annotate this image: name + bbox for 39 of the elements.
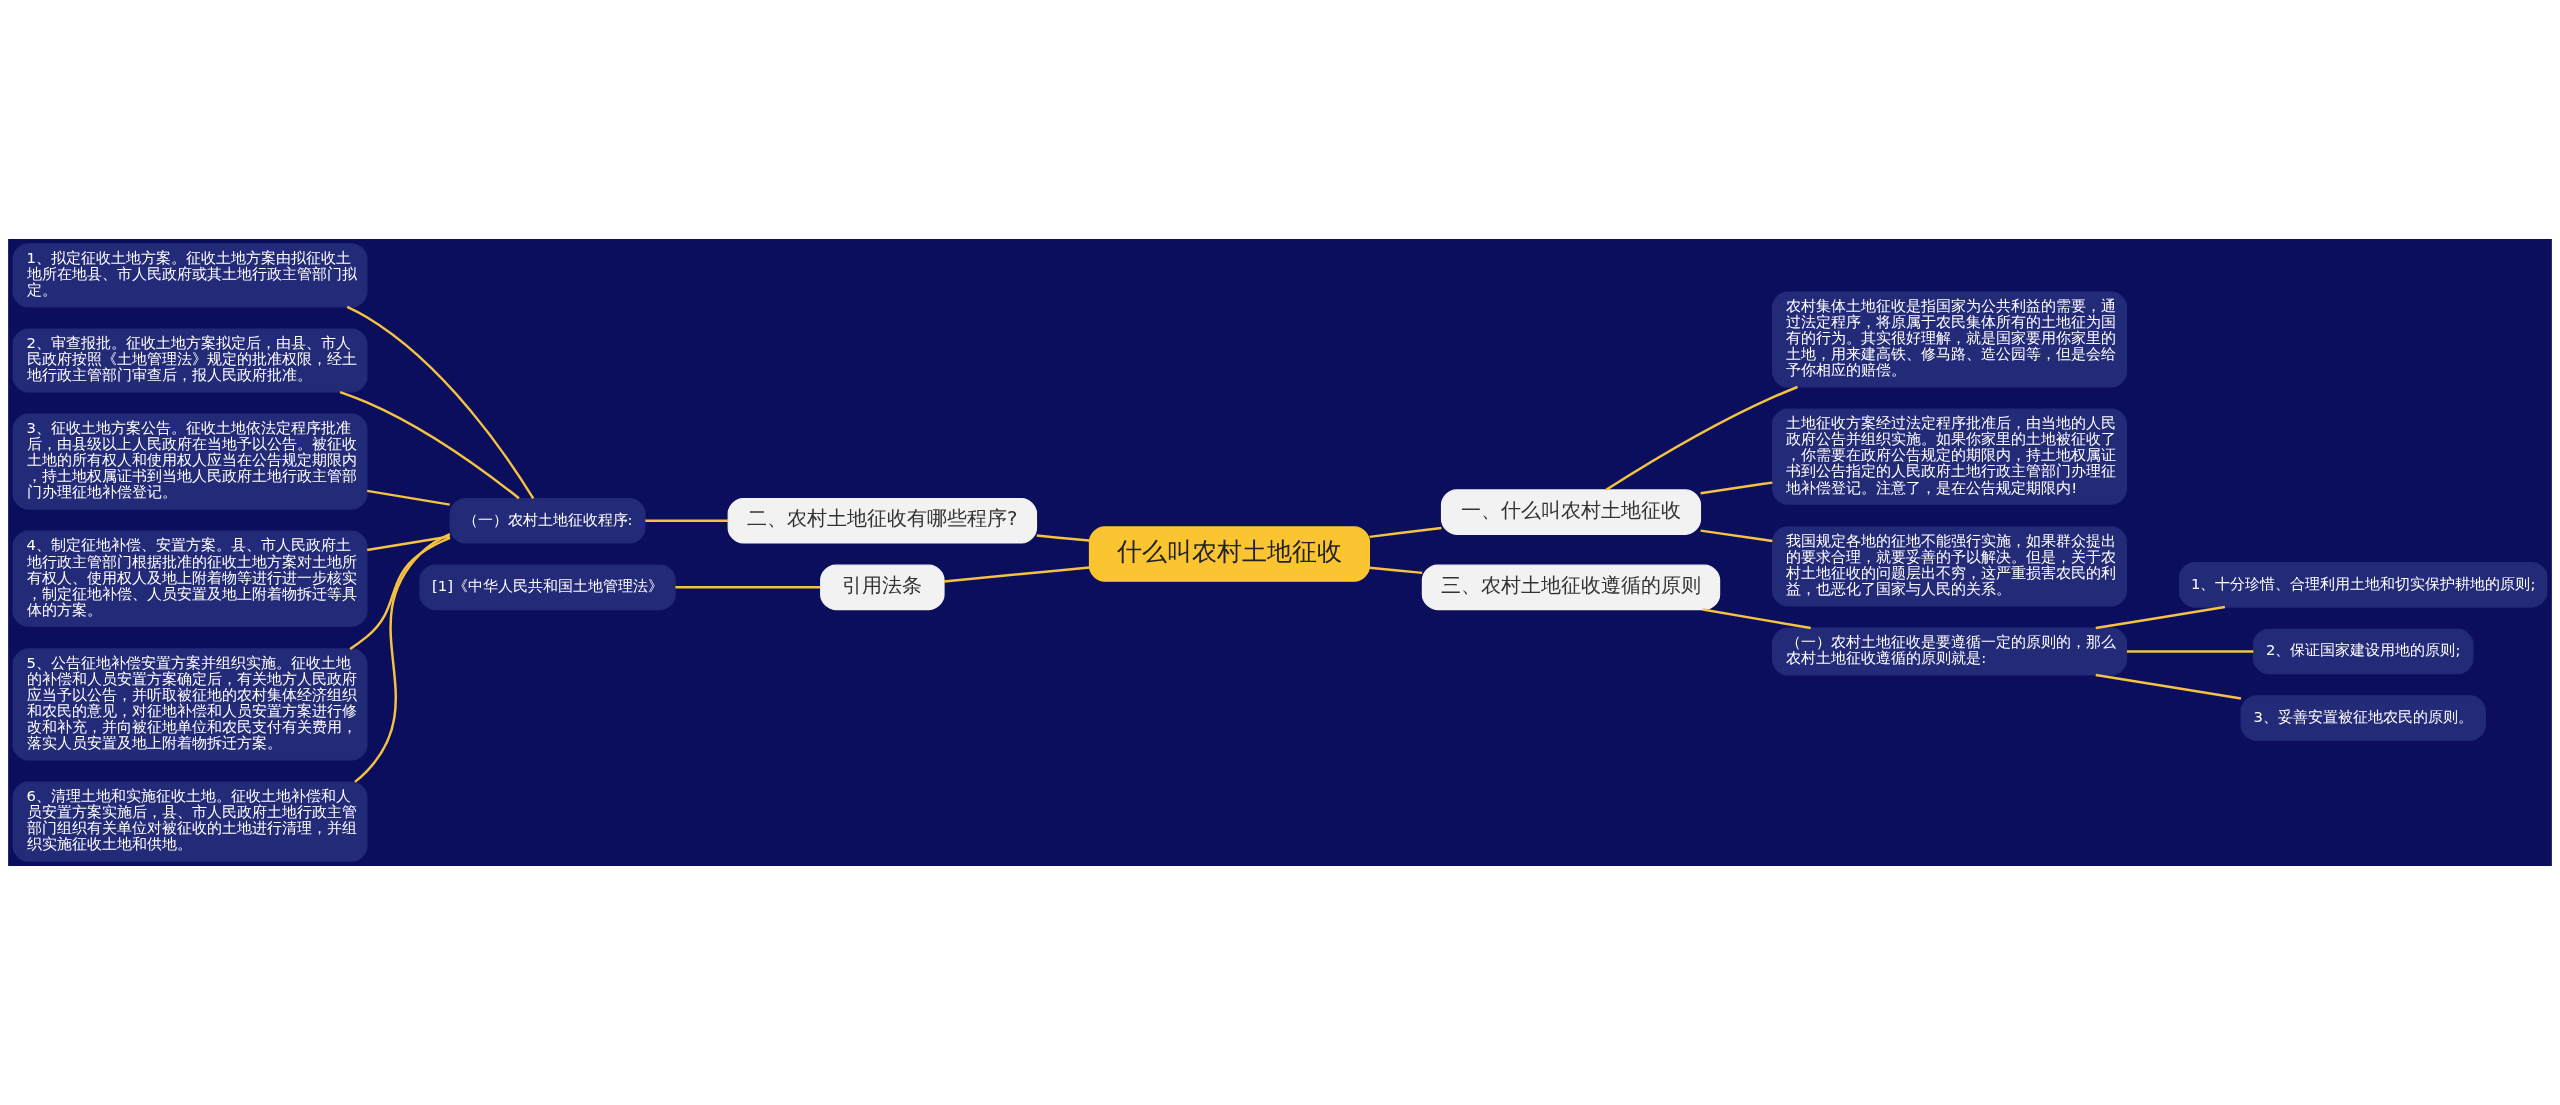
connector <box>675 586 821 589</box>
node-box: 6、清理土地和实施征收土地。征收土地补偿和人员安置方案实施后，县、市人民政府土地行政主管部门组织有关单位对被征收的土地进行清理，并组织实施征收土地和供地。 <box>12 781 368 862</box>
node-box: 引用法条 <box>820 564 945 611</box>
node-box: 三、农村土地征收遵循的原则 <box>1421 564 1721 611</box>
connector <box>645 519 728 522</box>
node-box: 5、公告征地补偿安置方案并组织实施。征收土地的补偿和人员安置方案确定后，有关地方人民政府应当予以公告，并听取被征地的农村集体经济组织和农民的意见，对征地补偿和人员安置方案进行修改和补充，并向被征地单位和农民支付有关费用，落实人员安置及地上附着物拆迁方案。 <box>12 648 368 761</box>
node-box: 2、审查报批。征收土地方案拟定后，由县、市人民政府按照《土地管理法》规定的批准权限，经土地行政主管部门审查后，报人民政府批准。 <box>12 328 368 393</box>
connector <box>2095 673 2242 700</box>
node-box: 3、妥善安置被征地农民的原则。 <box>2240 695 2486 741</box>
connector <box>349 536 451 650</box>
node-box: 1、十分珍惜、合理利用土地和切实保护耕地的原则; <box>2178 562 2548 608</box>
node-box: 1、拟定征收土地方案。征收土地方案由拟征收土地所在地县、市人民政府或其土地行政主管部门拟定。 <box>12 243 368 308</box>
node-box: 二、农村土地征收有哪些程序? <box>727 497 1038 544</box>
node-box: 一、什么叫农村土地征收 <box>1440 489 1702 535</box>
node-box: [1]《中华人民共和国土地管理法》 <box>419 564 676 611</box>
connector <box>1700 481 1773 495</box>
connector <box>943 566 1090 583</box>
node-box: （一）农村土地征收是要遵循一定的原则的，那么农村土地征收遵循的原则就是: <box>1772 627 2128 676</box>
node-box: 3、征收土地方案公告。征收土地依法定程序批准后，由县级以上人民政府在当地予以公告。被征收土地的所有权人和使用权人应当在公告规定期限内，持土地权属证书到当地人民政府土地行政主管部门办理征地补偿登记。 <box>12 413 368 510</box>
node-box: 2、保证国家建设用地的原则; <box>2252 628 2474 675</box>
connector <box>2126 650 2254 653</box>
connector <box>1369 526 1442 539</box>
connector <box>1605 385 1798 491</box>
node-box: 农村集体土地征收是指国家为公共利益的需要，通过法定程序，将原属于农民集体所有的土地征为国有的行为。其实很好理解，就是国家要用你家里的土地，用来建高铁、修马路、造公园等，但是会给予你相应的赔偿。 <box>1772 291 2128 388</box>
connector <box>367 489 450 506</box>
node-box: （一）农村土地征收程序: <box>449 497 646 544</box>
node-box: 我国规定各地的征地不能强行实施，如果群众提出的要求合理，就要妥善的予以解决。但是，关于农村土地征收的问题层出不穷，这严重损害农民的利益，也恶化了国家与人民的关系。 <box>1772 526 2128 607</box>
node-box: 4、制定征地补偿、安置方案。县、市人民政府土地行政主管部门根据批准的征收土地方案对土地所有权人、使用权人及地上附着物等进行进一步核实，制定征地补偿、人员安置及地上附着物拆迁等具体的方案。 <box>12 530 368 627</box>
node-box: 土地征收方案经过法定程序批准后，由当地的人民政府公告并组织实施。如果你家里的土地被征收了，你需要在政府公告规定的期限内，持土地权属证书到公告指定的人民政府土地行政主管部门办理征地补偿登记。注意了，是在公告规定期限内! <box>1772 408 2128 505</box>
connector <box>367 535 450 552</box>
connector <box>2095 605 2226 630</box>
connector <box>339 390 520 500</box>
connector <box>1702 608 1811 630</box>
connector <box>354 533 451 783</box>
connector <box>1036 534 1090 542</box>
connector <box>1700 529 1773 543</box>
node-box: 什么叫农村土地征收 <box>1088 526 1370 582</box>
connector <box>346 305 535 499</box>
connector <box>1369 566 1423 575</box>
